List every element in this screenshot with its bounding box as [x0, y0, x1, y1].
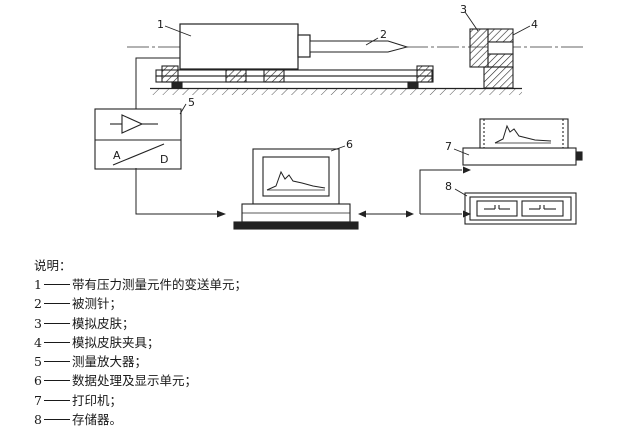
legend-item: 7 打印机；: [34, 391, 594, 410]
legend-item: 1 带有压力测量元件的变送单元；: [34, 275, 594, 294]
legend-item: 5 测量放大器；: [34, 352, 594, 371]
legend-item-number: 5: [34, 354, 42, 370]
legend-item-text: 存储器。: [71, 412, 122, 428]
legend-dash: [43, 361, 70, 363]
legend-item: 6 数据处理及显示单元；: [34, 371, 594, 390]
legend-item-number: 3: [34, 315, 42, 331]
legend-item-number: 6: [34, 373, 42, 389]
slide-rail: [155, 65, 434, 89]
amplifier-label-d: D: [160, 153, 168, 166]
legend-item-text: 模拟皮肤夹具；: [71, 334, 160, 350]
legend-dash: [43, 380, 70, 382]
legend: 说明： 1 带有压力测量元件的变送单元； 2 被测针； 3 模拟皮肤； 4 模拟皮肤夹具…: [34, 256, 594, 429]
leader-lines: [164, 11, 531, 197]
legend-dash: [43, 303, 70, 305]
legend-item: 3 模拟皮肤；: [34, 314, 594, 333]
legend-item: 2 被测针；: [34, 294, 594, 313]
legend-dash: [43, 399, 70, 401]
legend-item-text: 数据处理及显示单元；: [71, 373, 197, 389]
measuring-amplifier: [94, 108, 182, 170]
simulated-skin-clamp: [469, 28, 514, 89]
legend-item: 4 模拟皮肤夹具；: [34, 333, 594, 352]
legend-item-number: 2: [34, 296, 42, 312]
legend-dash: [43, 322, 70, 324]
display-unit: [233, 148, 359, 230]
callout-7: 7: [445, 140, 452, 153]
legend-dash: [43, 341, 70, 343]
callout-1: 1: [157, 18, 164, 31]
legend-item-text: 被测针；: [71, 296, 122, 312]
callout-8: 8: [445, 180, 452, 193]
legend-item-number: 4: [34, 334, 42, 350]
callout-6: 6: [346, 138, 353, 151]
callout-4: 4: [531, 18, 538, 31]
legend-item-text: 模拟皮肤；: [71, 315, 135, 331]
transducer-unit: [179, 23, 311, 70]
legend-item-text: 带有压力测量元件的变送单元；: [71, 277, 247, 292]
callout-3: 3: [460, 3, 467, 16]
legend-title: 说明：: [34, 258, 72, 273]
legend-dash: [43, 284, 70, 285]
callout-2: 2: [380, 28, 387, 41]
test-needle: [309, 40, 409, 53]
printer: [462, 118, 583, 166]
legend-item-number: 1: [34, 277, 42, 292]
signal-wiring: [135, 57, 462, 215]
legend-dash: [43, 419, 70, 421]
amplifier-label-a: A: [113, 149, 121, 162]
legend-item-number: 7: [34, 392, 42, 408]
legend-item: 8 存储器。: [34, 410, 594, 429]
callout-5: 5: [188, 96, 195, 109]
legend-item-text: 打印机；: [71, 392, 122, 408]
legend-item-text: 测量放大器；: [71, 354, 147, 370]
ground-base: [150, 87, 522, 95]
legend-item-number: 8: [34, 412, 42, 428]
apparatus-diagram: A D: [94, 3, 584, 230]
storage-unit: [464, 192, 577, 225]
